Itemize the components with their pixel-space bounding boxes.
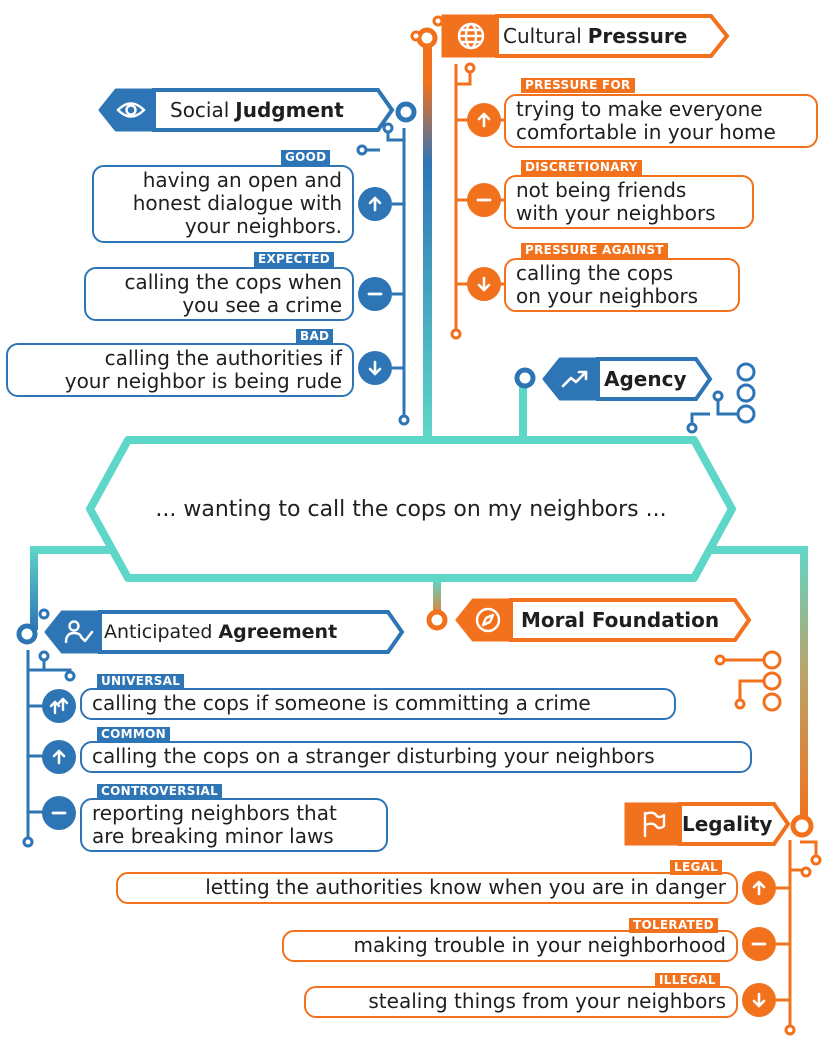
item-tag: PRESSURE FOR	[521, 78, 635, 93]
arrow-up-icon	[42, 740, 76, 774]
list-item: calling the cops when you see a crime	[84, 267, 354, 321]
minus-icon	[742, 927, 776, 961]
list-item: calling the cops on your neighbors	[504, 258, 740, 312]
trend-up-icon	[552, 357, 598, 401]
globe-icon	[447, 14, 495, 58]
list-item: calling the cops on a stranger disturbin…	[80, 741, 752, 773]
arrow-up-icon	[358, 187, 392, 221]
list-item: having an open and honest dialogue with …	[92, 165, 354, 243]
section-title: Legality	[682, 812, 773, 836]
item-tag: PRESSURE AGAINST	[521, 243, 668, 258]
item-tag: EXPECTED	[254, 252, 334, 267]
arrow-up-icon	[467, 103, 501, 137]
item-tag: TOLERATED	[629, 918, 718, 933]
eye-icon	[108, 88, 154, 132]
list-item: calling the authorities if your neighbor…	[6, 343, 354, 397]
list-item: stealing things from your neighbors	[304, 986, 738, 1018]
item-tag: COMMON	[97, 727, 170, 742]
arrow-down-icon	[467, 267, 501, 301]
item-tag: ILLEGAL	[655, 973, 720, 988]
list-item: not being friends with your neighbors	[504, 175, 754, 229]
list-item: making trouble in your neighborhood	[282, 930, 738, 962]
arrow-down-icon	[742, 983, 776, 1017]
central-statement: ... wanting to call the cops on my neigh…	[155, 496, 667, 522]
central-statement-frame	[86, 436, 736, 582]
list-item: reporting neighbors that are breaking mi…	[80, 798, 388, 852]
flag-icon	[630, 802, 678, 846]
item-tag: DISCRETIONARY	[521, 160, 642, 175]
item-tag: CONTROVERSIAL	[97, 784, 223, 799]
list-item: calling the cops if someone is committin…	[80, 688, 676, 720]
minus-icon	[467, 183, 501, 217]
list-item: letting the authorities know when you ar…	[116, 872, 738, 904]
double-arrow-up-icon	[42, 689, 76, 723]
section-title: Moral Foundation	[521, 608, 720, 632]
arrow-up-icon	[742, 871, 776, 905]
minus-icon	[358, 277, 392, 311]
section-title: Agency	[604, 367, 687, 391]
item-tag: GOOD	[281, 150, 331, 165]
compass-icon	[465, 598, 511, 642]
minus-icon	[42, 796, 76, 830]
item-tag: UNIVERSAL	[97, 674, 185, 689]
moral-foundation-header: Moral Foundation	[455, 598, 753, 642]
agency-header: Agency	[542, 357, 714, 401]
list-item: trying to make everyone comfortable in y…	[504, 94, 818, 148]
legality-header: Legality	[624, 802, 792, 846]
item-tag: BAD	[296, 329, 334, 344]
users-check-icon	[58, 610, 100, 654]
arrow-down-icon	[358, 351, 392, 385]
item-tag: LEGAL	[670, 860, 723, 875]
